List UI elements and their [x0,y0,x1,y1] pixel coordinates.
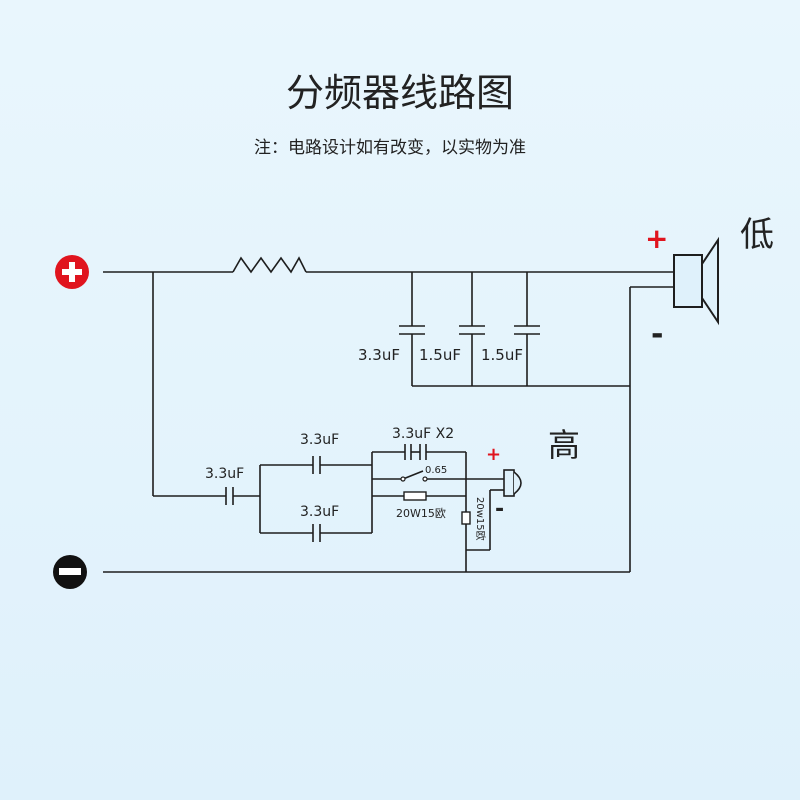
tweeter-label: 高 [548,426,580,464]
inductor-value-label: 0.65 [425,465,447,476]
low-cap-3-label: 1.5uF [481,346,523,364]
woofer-label: 低 [740,215,774,255]
low-pass-capacitor-bank [399,272,630,387]
low-cap-2-label: 1.5uF [419,346,461,364]
design-note: 注：电路设计如有改变，以实物为准 [254,138,526,158]
low-cap-1-label: 3.3uF [358,346,400,364]
woofer-return-wire [103,286,674,573]
woofer-plus-sign: + [645,222,668,255]
tweeter-speaker-icon [503,469,522,497]
high-top-cap-label: 3.3uF [300,432,339,448]
high-bottom-cap-label: 3.3uF [300,504,339,520]
high-cap-pair-label: 3.3uF X2 [392,426,454,442]
positive-rail-wire [103,256,674,274]
series-resistor-label: 20W15欧 [396,507,446,520]
positive-terminal-icon [55,255,89,289]
page-title: 分频器线路图 [285,71,514,115]
woofer-speaker-icon [673,236,719,326]
high-series-cap-label: 3.3uF [205,466,244,482]
high-pass-branch-wires [152,272,504,572]
tweeter-minus-sign: - [495,497,504,522]
shunt-resistor-label: 20w15欧 [474,497,486,541]
tweeter-plus-sign: + [486,444,501,465]
negative-terminal-icon [53,555,87,589]
woofer-minus-sign: - [651,317,663,352]
